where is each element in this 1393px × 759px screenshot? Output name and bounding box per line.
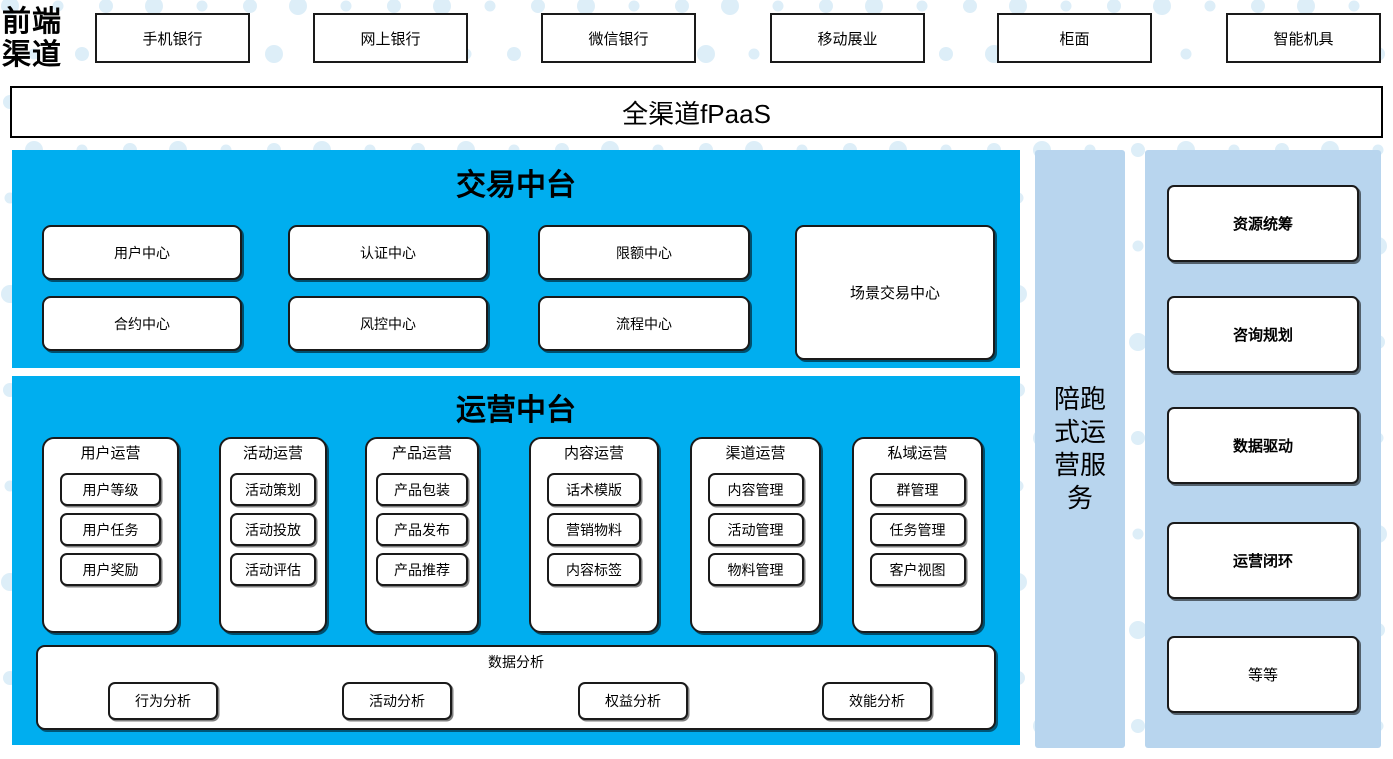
capability-card-etc[interactable]: 等等 [1167,636,1359,713]
trade-card-scene-transaction-center[interactable]: 场景交易中心 [795,225,995,360]
service-column-label: 陪跑式运营服务 [1035,150,1125,748]
ops-item[interactable]: 活动策划 [230,473,316,506]
capability-card-consulting[interactable]: 咨询规划 [1167,296,1359,373]
ops-item[interactable]: 内容管理 [707,473,804,506]
data-analysis-title: 数据分析 [488,654,544,670]
ops-column-content[interactable]: 内容运营 话术模版 营销物料 内容标签 [529,437,659,633]
ops-item[interactable]: 客户视图 [869,553,966,586]
data-analysis-item-rights[interactable]: 权益分析 [578,682,688,720]
capability-card-closed-loop[interactable]: 运营闭环 [1167,522,1359,599]
ops-column-title: 用户运营 [80,445,141,462]
ops-item[interactable]: 群管理 [869,473,966,506]
front-end-channel-label-line2: 渠道 [2,37,63,71]
channel-box-wechat-bank[interactable]: 微信银行 [541,13,696,63]
ops-item[interactable]: 话术模版 [547,473,641,506]
data-analysis-item-behavior[interactable]: 行为分析 [108,682,218,720]
ops-item[interactable]: 用户等级 [60,473,161,506]
ops-column-channel[interactable]: 渠道运营 内容管理 活动管理 物料管理 [690,437,821,633]
ops-item[interactable]: 活动管理 [707,513,804,546]
ops-item[interactable]: 产品发布 [376,513,468,546]
ops-column-private-domain[interactable]: 私域运营 群管理 任务管理 客户视图 [852,437,983,633]
data-analysis-item-activity[interactable]: 活动分析 [342,682,452,720]
trade-card-limit-center[interactable]: 限额中心 [538,225,750,280]
service-column-panel [1035,150,1125,748]
channel-box-online-bank[interactable]: 网上银行 [313,13,468,63]
ops-column-product[interactable]: 产品运营 产品包装 产品发布 产品推荐 [365,437,479,633]
ops-item[interactable]: 营销物料 [547,513,641,546]
ops-item[interactable]: 物料管理 [707,553,804,586]
channel-box-mobile-bank[interactable]: 手机银行 [95,13,250,63]
trade-platform-title: 交易中台 [456,168,576,203]
ops-item[interactable]: 活动评估 [230,553,316,586]
ops-column-title: 内容运营 [563,445,624,462]
channel-box-smart-machine[interactable]: 智能机具 [1226,13,1381,63]
trade-card-contract-center[interactable]: 合约中心 [42,296,242,351]
trade-card-auth-center[interactable]: 认证中心 [288,225,488,280]
ops-item[interactable]: 产品包装 [376,473,468,506]
data-analysis-container: 数据分析 行为分析 活动分析 权益分析 效能分析 [36,645,996,730]
channel-box-mobile-business[interactable]: 移动展业 [770,13,925,63]
capability-card-resource[interactable]: 资源统筹 [1167,185,1359,262]
capability-card-data-driven[interactable]: 数据驱动 [1167,407,1359,484]
ops-column-title: 渠道运营 [725,445,786,462]
front-end-channel-label-line1: 前端 [2,4,63,38]
ops-platform-title: 运营中台 [456,393,576,428]
ops-column-user[interactable]: 用户运营 用户等级 用户任务 用户奖励 [42,437,179,633]
omni-channel-fpaas-bar: 全渠道fPaaS [10,86,1383,138]
ops-item[interactable]: 任务管理 [869,513,966,546]
front-end-channel-label: 前端 渠道 [2,2,88,74]
trade-card-user-center[interactable]: 用户中心 [42,225,242,280]
ops-column-title: 活动运营 [242,445,303,462]
ops-item[interactable]: 内容标签 [547,553,641,586]
ops-column-activity[interactable]: 活动运营 活动策划 活动投放 活动评估 [219,437,327,633]
ops-item[interactable]: 产品推荐 [376,553,468,586]
trade-card-risk-center[interactable]: 风控中心 [288,296,488,351]
ops-item[interactable]: 用户任务 [60,513,161,546]
ops-item[interactable]: 用户奖励 [60,553,161,586]
data-analysis-item-efficiency[interactable]: 效能分析 [822,682,932,720]
channel-box-counter[interactable]: 柜面 [997,13,1152,63]
ops-column-title: 产品运营 [391,445,452,462]
service-column-label-text: 陪跑式运营服务 [1053,384,1106,513]
ops-column-title: 私域运营 [887,445,948,462]
trade-card-process-center[interactable]: 流程中心 [538,296,750,351]
ops-item[interactable]: 活动投放 [230,513,316,546]
